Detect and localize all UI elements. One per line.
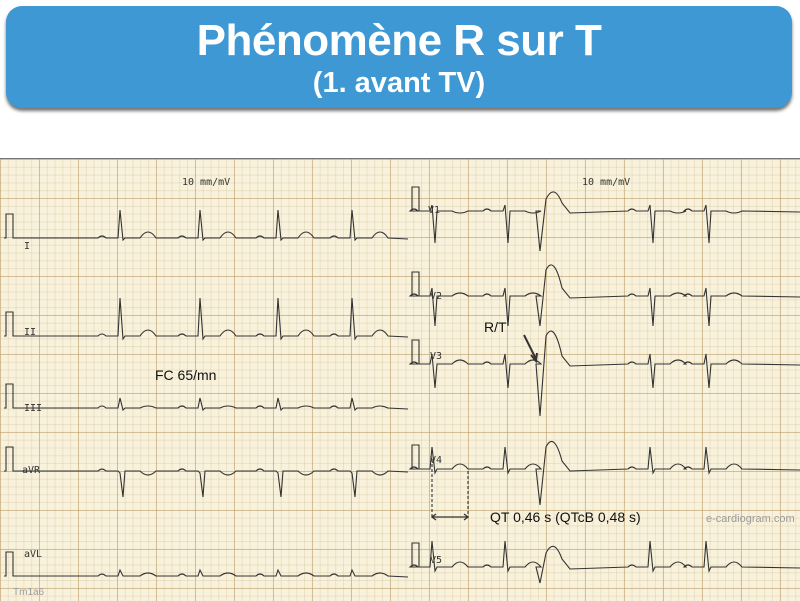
watermark: e-cardiogram.com: [706, 513, 795, 525]
ecg-traces: [4, 186, 800, 584]
lead-label-v4: V4: [430, 455, 443, 466]
trace-lead-avl: [4, 551, 409, 578]
lead-label-v2: V2: [430, 291, 443, 302]
lead-label-ii: II: [24, 327, 37, 338]
trace-lead-v2: [408, 264, 800, 327]
trace-lead-i: [4, 209, 409, 242]
heart-rate-annotation: FC 65/mn: [155, 367, 217, 383]
trace-lead-avr: [4, 446, 409, 498]
trace-lead-v5: [408, 540, 800, 584]
trace-lead-v3: [408, 330, 800, 417]
ecg-tracing: 10 mm/mV 10 mm/mV I II III aVR aVL V1 V2…: [0, 158, 800, 601]
lead-label-avl: aVL: [24, 549, 43, 560]
r-on-t-annotation: R/T: [484, 319, 507, 335]
lead-label-v5: V5: [430, 555, 443, 566]
title-banner: Phénomène R sur T (1. avant TV): [6, 6, 792, 108]
lead-label-i: I: [24, 241, 31, 252]
gain-label-left: 10 mm/mV: [182, 177, 231, 188]
r-on-t-arrow-icon: [523, 334, 538, 364]
lead-label-iii: III: [24, 403, 43, 414]
lead-label-v3: V3: [430, 351, 443, 362]
qt-annotation: QT 0,46 s (QTcB 0,48 s): [490, 509, 641, 525]
slide-title: Phénomène R sur T: [196, 16, 602, 65]
lead-label-v1: V1: [428, 205, 441, 216]
trace-lead-v4: [408, 440, 800, 506]
trace-lead-ii: [4, 297, 409, 341]
trace-lead-v1: [408, 186, 800, 252]
trace-lead-iii: [4, 383, 409, 412]
lead-label-avr: aVR: [22, 465, 41, 476]
record-code: Tm1a6: [13, 587, 45, 598]
qt-caliper-lines: [431, 459, 469, 517]
slide-subtitle: (1. avant TV): [312, 67, 486, 99]
qt-arrow-icon: [430, 513, 470, 521]
gain-label-right: 10 mm/mV: [582, 177, 631, 188]
